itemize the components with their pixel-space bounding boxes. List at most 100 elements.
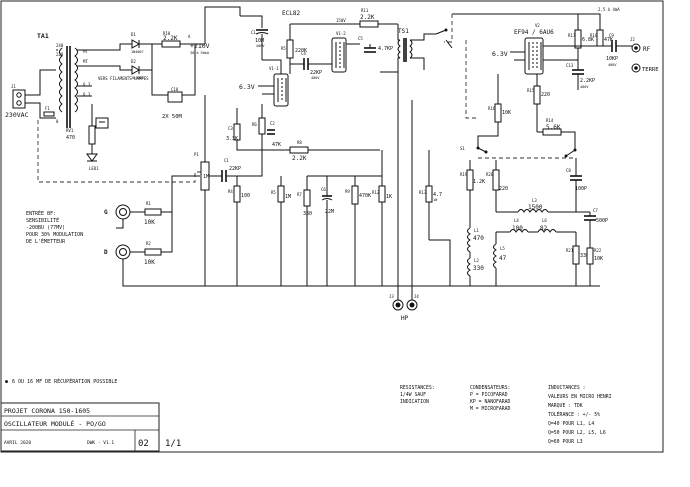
svg-text:RESISTANCES:: RESISTANCES: (400, 385, 435, 391)
svg-text:470: 470 (473, 235, 484, 242)
svg-text:4.7KP: 4.7KP (378, 46, 393, 52)
resistor-r18 (596, 29, 604, 47)
rf-oscillator-stage: 2.5 à 4mA EF94 / 6AU6 V2 6.3V R17 6.8K R… (429, 7, 659, 287)
transformer-ts1 (397, 38, 413, 62)
svg-text:100P: 100P (575, 186, 587, 192)
svg-text:1N4007: 1N4007 (131, 76, 144, 80)
rf-output-jack[interactable]: J2 (630, 37, 641, 53)
svg-text:R6: R6 (252, 122, 257, 127)
svg-text:220K: 220K (295, 48, 307, 54)
heater-v2-label: 6.3V (492, 50, 508, 58)
svg-text:4.7: 4.7 (433, 192, 442, 198)
svg-text:R19: R19 (460, 172, 468, 177)
drawing-date: AVRIL 2020 (4, 440, 31, 446)
sheet-count: 1/1 (165, 439, 181, 449)
resistor-r12 (378, 185, 386, 203)
svg-text:ENTRÉE BF:: ENTRÉE BF: (26, 209, 56, 217)
svg-text:2.2KP: 2.2KP (580, 78, 595, 84)
svg-text:100: 100 (241, 193, 250, 199)
svg-text:-200BU (77MV): -200BU (77MV) (26, 225, 65, 231)
svg-text:DE L'ÉMETTEUR: DE L'ÉMETTEUR (26, 237, 66, 245)
svg-text:CONDENSATEURS:: CONDENSATEURS: (470, 385, 510, 391)
svg-text:47K: 47K (272, 142, 281, 148)
svg-text:R5: R5 (271, 190, 276, 195)
svg-text:400V: 400V (311, 76, 320, 80)
svg-text:C8: C8 (566, 168, 571, 173)
svg-text:R15: R15 (527, 88, 535, 93)
tube-v2-label: EF94 / 6AU6 (514, 29, 554, 36)
svg-text:L6: L6 (542, 218, 547, 223)
svg-text:6.8K: 6.8K (582, 37, 594, 43)
svg-text:220: 220 (56, 52, 64, 57)
tube-v1-1: V1-1 (269, 66, 289, 107)
svg-text:R13: R13 (419, 190, 427, 195)
terre-jack[interactable] (631, 63, 641, 73)
svg-text:400V: 400V (580, 85, 589, 89)
svg-text:C1: C1 (251, 30, 256, 35)
svg-text:VALEURS EN MICRO HENRI: VALEURS EN MICRO HENRI (548, 394, 612, 400)
svg-text:2.5 à 4mA: 2.5 à 4mA (598, 7, 620, 12)
svg-text:22KP: 22KP (310, 70, 322, 76)
svg-text:2.2K: 2.2K (163, 35, 178, 42)
svg-text:R12: R12 (372, 190, 380, 195)
svg-text:D2: D2 (131, 59, 136, 64)
svg-text:POUR 30% MODULATION: POUR 30% MODULATION (26, 232, 83, 238)
resistor-r17 (574, 29, 582, 49)
svg-text:Q=50 POUR L2, L5, L6: Q=50 POUR L2, L5, L6 (548, 430, 606, 436)
drawing-subject: OSCILLATEUR MODULÉ - PO/GO (4, 419, 106, 428)
input-d-label: D (104, 249, 108, 256)
svg-text:J2: J2 (630, 37, 635, 42)
svg-text:INDUCTANCES :: INDUCTANCES : (548, 385, 586, 391)
svg-text:R20: R20 (486, 172, 494, 177)
svg-text:470: 470 (66, 135, 75, 141)
svg-text:INDICATION: INDICATION (400, 399, 429, 405)
terre-label: TERRE (642, 67, 659, 73)
resistor-rv1 (88, 125, 96, 145)
svg-text:L5: L5 (500, 246, 505, 251)
svg-text:P = PICOFARAD: P = PICOFARAD (470, 392, 508, 398)
heater-v1-label: 6.3V (239, 83, 255, 91)
resistor-r22 (586, 247, 594, 265)
j1-label: J1 (11, 84, 16, 89)
resistor-r16 (494, 103, 502, 123)
svg-text:2.2K: 2.2K (292, 155, 307, 162)
svg-text:1500: 1500 (528, 204, 543, 211)
svg-text:6.3: 6.3 (83, 92, 91, 97)
svg-text:470K: 470K (359, 193, 371, 199)
svg-text:J3: J3 (389, 294, 394, 299)
svg-text:C13: C13 (566, 63, 574, 68)
svg-text:R17: R17 (568, 33, 576, 38)
footnote: 6 OU 16 MF DE RÉCUPÉRATION POSSIBLE (12, 377, 117, 385)
svg-text:10K: 10K (144, 219, 155, 226)
hp-jack-j3[interactable]: J3 (389, 294, 404, 311)
svg-text:1.2K: 1.2K (473, 179, 485, 185)
svg-text:C6: C6 (321, 187, 326, 192)
resistor-r5-1m (277, 185, 285, 203)
svg-text:R11: R11 (361, 8, 369, 13)
resistor-r8 (289, 146, 309, 154)
svg-text:MT: MT (83, 49, 88, 54)
svg-text:22KP: 22KP (229, 166, 241, 172)
resistor-r7 (303, 189, 311, 207)
svg-text:2X 50M: 2X 50M (162, 114, 183, 120)
component-legend: RESISTANCES: 1/4W SAUF INDICATION CONDEN… (400, 385, 612, 445)
input-g-label: G (104, 209, 108, 216)
svg-text:150V: 150V (336, 18, 346, 23)
svg-text:L4: L4 (514, 218, 519, 223)
svg-text:240: 240 (56, 43, 64, 48)
footnote-marker: ● (5, 379, 8, 385)
svg-text:R22: R22 (594, 248, 602, 253)
svg-text:1M: 1M (285, 194, 291, 200)
svg-text:R14: R14 (546, 118, 554, 123)
svg-text:L1: L1 (474, 228, 479, 233)
svg-text:L2: L2 (474, 258, 479, 263)
resistor-r13 (425, 185, 433, 203)
svg-text:10M: 10M (255, 38, 264, 44)
resistor-r11 (359, 20, 379, 28)
hp-jack-j4[interactable]: J4 (406, 294, 419, 311)
svg-text:400V: 400V (608, 63, 617, 67)
project-title: PROJET CORONA 150-1605 (4, 407, 90, 415)
diode-d1: D1 1N4007 (131, 32, 144, 54)
resistor-r9 (351, 185, 359, 205)
